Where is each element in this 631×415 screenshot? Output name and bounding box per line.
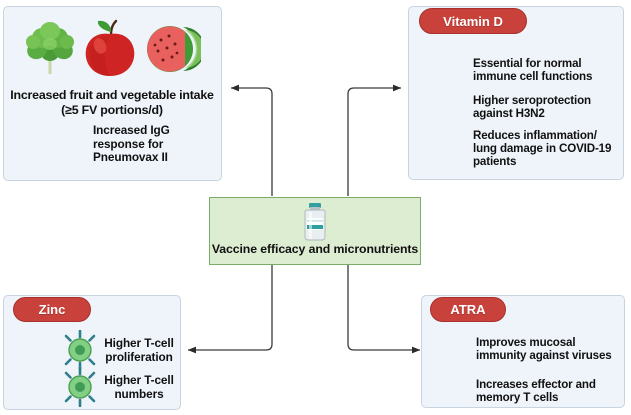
vitd-2-line2: against H3N2 — [473, 107, 545, 121]
vitamin-d-item-3: Reduces inflammation/ lung damage in COV… — [473, 129, 625, 169]
diet-outcome-line1: Increased IgG — [93, 123, 170, 137]
zinc-badge[interactable]: Zinc — [13, 297, 91, 322]
zinc-1-line1: Higher T-cell — [104, 336, 174, 350]
vitd-1-line2: immune cell functions — [473, 70, 593, 84]
vitamin-d-panel[interactable] — [408, 6, 624, 180]
atra-item-2: Increases effector and memory T cells — [476, 378, 626, 404]
watermelon-icon — [139, 21, 205, 82]
wire-center-to-zinc — [187, 265, 273, 354]
vitamin-d-badge[interactable]: Vitamin D — [419, 8, 527, 34]
wire-center-to-atra — [347, 265, 421, 354]
zinc-1-line2: proliferation — [105, 349, 173, 364]
center-label: Vaccine efficacy and micronutrients — [211, 242, 419, 256]
atra-2-line1: Increases effector and — [476, 378, 596, 391]
zinc-badge-label: Zinc — [38, 302, 66, 317]
t-cell-icon — [60, 366, 100, 412]
atra-item-1: Improves mucosal immunity against viruse… — [476, 336, 626, 362]
vitamin-d-badge-label: Vitamin D — [443, 13, 503, 29]
diet-outcome-line3: Pneumovax II — [93, 150, 168, 165]
atra-1-line1: Improves mucosal — [476, 336, 576, 349]
vaccine-vial-icon — [298, 201, 332, 248]
vitd-3-line3: patients — [473, 155, 517, 169]
vitd-3-line1: Reduces inflammation/ — [473, 129, 597, 142]
vitamin-d-item-2: Higher seroprotection against H3N2 — [473, 94, 623, 120]
vitamin-d-item-1: Essential for normal immune cell functio… — [473, 57, 623, 83]
diet-title: Increased fruit and vegetable intake (≥5… — [4, 88, 220, 117]
zinc-2-line2: numbers — [114, 386, 164, 401]
zinc-2-line1: Higher T-cell — [104, 373, 174, 387]
wire-center-to-vitamind — [347, 84, 402, 196]
diet-title-line1: Increased fruit and vegetable intake — [10, 88, 214, 102]
t-cell-icon — [60, 329, 100, 375]
atra-1-line2: immunity against viruses — [476, 349, 612, 363]
zinc-item-2: Higher T-cell numbers — [98, 373, 180, 401]
diet-outcome-line2: response for — [93, 136, 164, 151]
vitd-2-line1: Higher seroprotection — [473, 94, 591, 107]
diet-title-line2: (≥5 FV portions/d) — [61, 102, 163, 117]
vitd-1-line1: Essential for normal — [473, 57, 582, 70]
diet-outcome: Increased IgG response for Pneumovax II — [93, 123, 213, 165]
lettuce-icon — [22, 20, 78, 85]
atra-2-line2: memory T cells — [476, 391, 559, 405]
atra-badge-label: ATRA — [450, 302, 486, 317]
atra-badge[interactable]: ATRA — [430, 297, 506, 322]
center-node[interactable]: Vaccine efficacy and micronutrients — [209, 197, 421, 265]
zinc-item-1: Higher T-cell proliferation — [98, 336, 180, 364]
apple-icon — [80, 18, 140, 85]
vitd-3-line2: lung damage in COVID-19 — [473, 142, 612, 156]
wire-center-to-diet — [230, 84, 273, 196]
